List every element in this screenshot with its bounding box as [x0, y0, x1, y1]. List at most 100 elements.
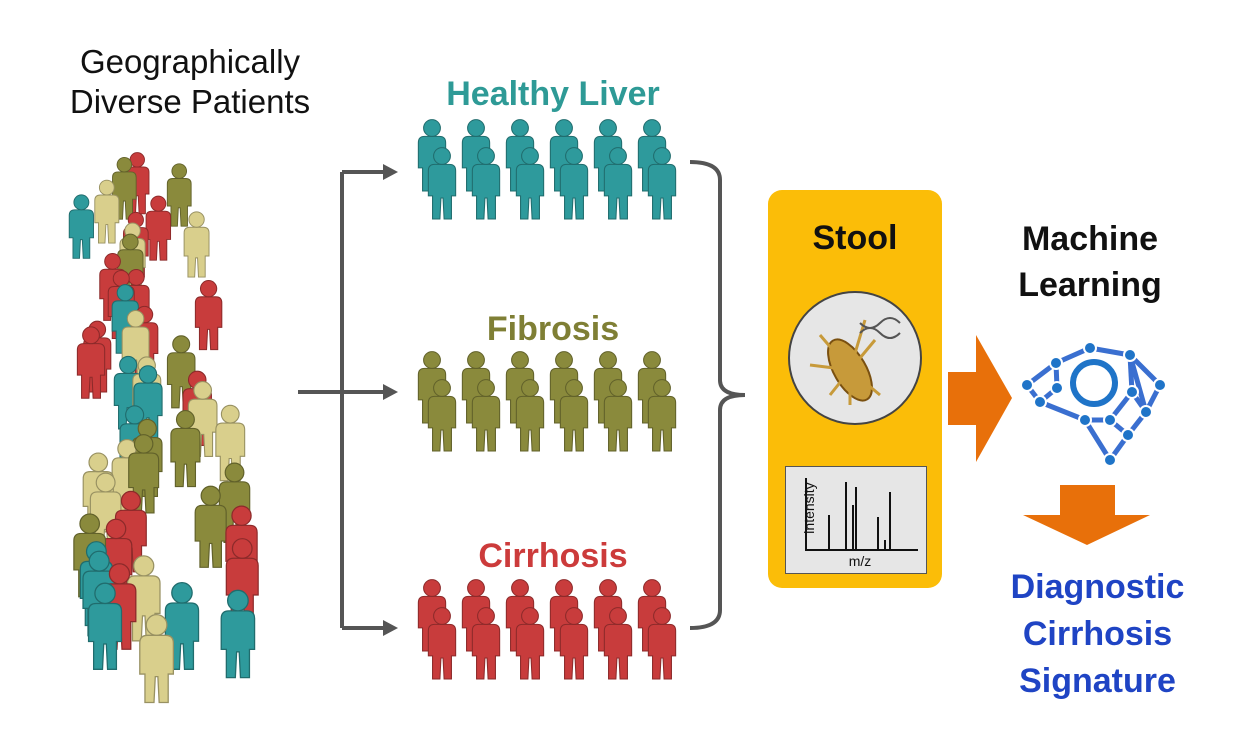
person-head: [423, 579, 441, 597]
person-head: [95, 472, 116, 493]
person-icon: [471, 607, 501, 680]
person-head: [200, 485, 221, 506]
person-icon: [559, 607, 589, 680]
person-icon: [94, 179, 120, 244]
person-head: [133, 434, 154, 454]
person-head: [467, 351, 485, 369]
person-body: [427, 623, 457, 680]
person-icon: [471, 379, 501, 452]
person-head: [511, 351, 529, 369]
person-icon: [515, 607, 545, 680]
person-body: [559, 623, 589, 680]
person-body: [68, 209, 94, 259]
person-head: [599, 579, 617, 597]
person-head: [423, 351, 441, 369]
person-body: [94, 194, 120, 244]
person-body: [647, 623, 677, 680]
person-icon: [471, 147, 501, 220]
person-body: [647, 395, 677, 452]
person-head: [555, 579, 573, 597]
person-body: [603, 163, 633, 220]
group-label-healthy-liver: Healthy Liver: [446, 75, 660, 113]
person-head: [555, 119, 573, 137]
person-head: [565, 379, 583, 397]
person-head: [120, 490, 141, 511]
person-head: [105, 518, 127, 540]
person-head: [108, 563, 131, 585]
person-icon: [515, 379, 545, 452]
person-head: [521, 147, 539, 165]
person-body: [170, 427, 201, 488]
network-edge: [1128, 353, 1162, 387]
person-icon: [559, 147, 589, 220]
person-icon: [515, 147, 545, 220]
person-body: [87, 602, 123, 670]
person-head: [98, 179, 115, 196]
person-body: [76, 343, 106, 399]
person-head: [433, 379, 451, 397]
flagellum: [849, 368, 881, 397]
network-node: [1050, 381, 1064, 395]
person-icon: [87, 582, 123, 670]
person-body: [647, 163, 677, 220]
arrowhead-icon: [383, 384, 398, 400]
dna-icon: [859, 317, 901, 339]
person-icon: [647, 607, 677, 680]
network-edge: [1082, 418, 1113, 462]
person-head: [116, 156, 133, 173]
person-head: [511, 579, 529, 597]
person-icon: [194, 280, 223, 351]
network-node: [1125, 385, 1139, 399]
person-icon: [603, 147, 633, 220]
person-head: [467, 579, 485, 597]
person-head: [188, 211, 205, 228]
person-head: [599, 119, 617, 137]
flagellum: [848, 339, 877, 371]
right-arrow-icon: [948, 335, 1012, 462]
merge-bracket: [689, 160, 746, 630]
network-hub: [1070, 359, 1118, 407]
person-head: [133, 555, 155, 577]
person-head: [171, 581, 193, 604]
person-icon: [647, 147, 677, 220]
person-body: [515, 623, 545, 680]
network-node: [1033, 395, 1047, 409]
person-icon: [139, 614, 175, 704]
diagnostic-signature-label: Diagnostic Cirrhosis Signature: [990, 564, 1205, 705]
flagellum: [809, 363, 851, 372]
person-head: [521, 607, 539, 625]
person-head: [88, 550, 110, 572]
group-label-cirrhosis: Cirrhosis: [478, 537, 628, 575]
person-head: [653, 607, 671, 625]
person-body: [471, 395, 501, 452]
person-head: [193, 381, 213, 400]
person-head: [423, 119, 441, 137]
person-body: [559, 163, 589, 220]
person-body: [427, 395, 457, 452]
person-icon: [170, 410, 201, 488]
network-edge: [1127, 354, 1149, 413]
spectrum-y-label: intensity: [801, 482, 817, 534]
person-head: [477, 147, 495, 165]
person-head: [467, 119, 485, 137]
network-node: [1153, 378, 1167, 392]
person-head: [199, 280, 218, 298]
spectrum-axes: [805, 478, 918, 551]
down-arrow-icon: [1023, 485, 1150, 545]
person-head: [433, 607, 451, 625]
person-body: [559, 395, 589, 452]
person-head: [231, 505, 252, 526]
spectrum-x-label: m/z: [848, 553, 872, 569]
person-head: [521, 379, 539, 397]
person-icon: [427, 607, 457, 680]
person-head: [145, 614, 168, 636]
signature-line-3: Signature: [1019, 662, 1176, 700]
person-head: [94, 582, 116, 605]
person-head: [175, 410, 195, 430]
person-icon: [559, 379, 589, 452]
person-body: [471, 163, 501, 220]
person-head: [88, 452, 109, 473]
stool-label: Stool: [812, 219, 898, 257]
person-head: [609, 607, 627, 625]
